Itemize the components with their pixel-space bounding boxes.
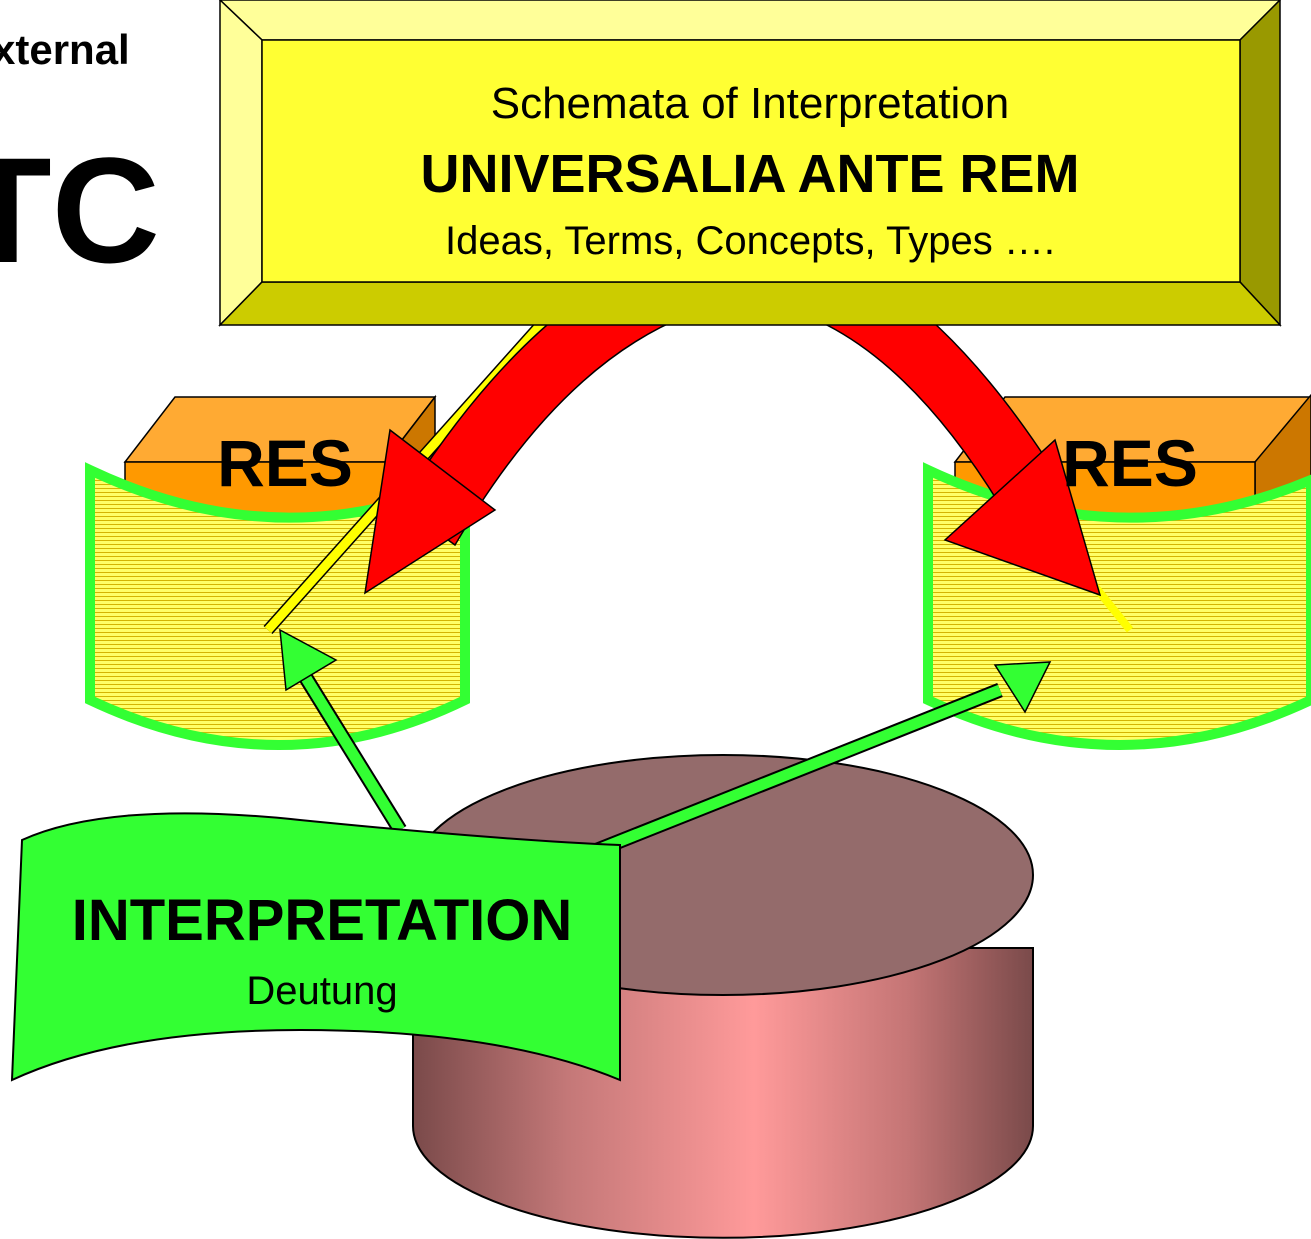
external-label: xternal — [0, 26, 130, 73]
schemata-line3: Ideas, Terms, Concepts, Types …. — [445, 219, 1055, 263]
res-left-basket — [85, 462, 470, 750]
res-left-label: RES — [217, 426, 353, 500]
universalia-title: UNIVERSALIA ANTE REM — [420, 144, 1079, 204]
schemata-box — [218, 0, 1282, 327]
big-tc-label: TC — [0, 126, 160, 294]
res-right-label: RES — [1062, 426, 1198, 500]
green-arrow-right — [587, 661, 1052, 860]
interpretation-title: INTERPRETATION — [72, 888, 573, 953]
schemata-line1: Schemata of Interpretation — [491, 79, 1010, 128]
green-arrow-left — [279, 628, 407, 834]
interpretation-subtitle: Deutung — [246, 969, 397, 1013]
interpretation-banner — [10, 812, 621, 1082]
